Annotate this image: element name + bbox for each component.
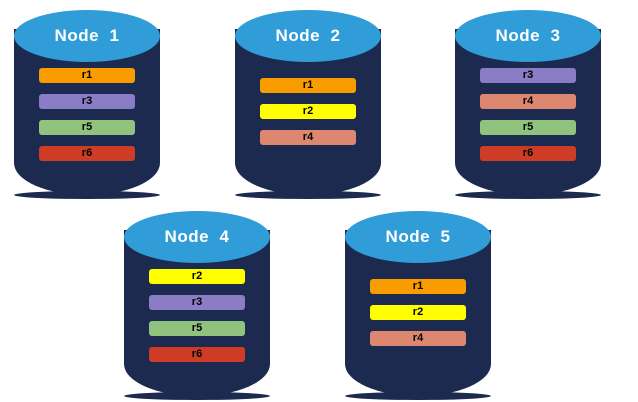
replica-list: r2 r3 r5 r6 [149, 269, 245, 362]
replica-bar[interactable]: r5 [149, 321, 245, 336]
replica-bar[interactable]: r2 [260, 104, 356, 119]
node-title: Node 4 [164, 227, 230, 246]
replica-bar[interactable]: r1 [370, 279, 466, 294]
replica-list: r1 r2 r4 [370, 279, 466, 346]
node-title: Node 3 [495, 26, 561, 45]
database-node-1[interactable]: Node 1 r1 r3 r5 r6 [14, 10, 160, 199]
cylinder-top-icon [124, 211, 270, 263]
replica-bar[interactable]: r5 [39, 120, 135, 135]
replica-bar[interactable]: r2 [149, 269, 245, 284]
replica-bar[interactable]: r3 [39, 94, 135, 109]
replica-bar[interactable]: r6 [480, 146, 576, 161]
cylinder-top-icon [14, 10, 160, 62]
database-node-4[interactable]: Node 4 r2 r3 r5 r6 [124, 211, 270, 400]
replica-bar[interactable]: r1 [39, 68, 135, 83]
cylinder-top-icon [235, 10, 381, 62]
replica-bar[interactable]: r4 [260, 130, 356, 145]
replica-list: r3 r4 r5 r6 [480, 68, 576, 161]
replica-bar[interactable]: r3 [480, 68, 576, 83]
replica-list: r1 r2 r4 [260, 78, 356, 145]
cylinder-top-icon [455, 10, 601, 62]
replica-bar[interactable]: r3 [149, 295, 245, 310]
database-node-5[interactable]: Node 5 r1 r2 r4 [345, 211, 491, 400]
cylinder-top-icon [345, 211, 491, 263]
replica-bar[interactable]: r6 [39, 146, 135, 161]
replica-bar[interactable]: r4 [370, 331, 466, 346]
node-title: Node 5 [385, 227, 451, 246]
replica-bar[interactable]: r4 [480, 94, 576, 109]
replica-list: r1 r3 r5 r6 [39, 68, 135, 161]
replica-bar[interactable]: r2 [370, 305, 466, 320]
replica-bar[interactable]: r6 [149, 347, 245, 362]
node-title: Node 2 [275, 26, 341, 45]
database-node-3[interactable]: Node 3 r3 r4 r5 r6 [455, 10, 601, 199]
node-title: Node 1 [54, 26, 120, 45]
replica-bar[interactable]: r5 [480, 120, 576, 135]
replica-bar[interactable]: r1 [260, 78, 356, 93]
database-node-2[interactable]: Node 2 r1 r2 r4 [235, 10, 381, 199]
